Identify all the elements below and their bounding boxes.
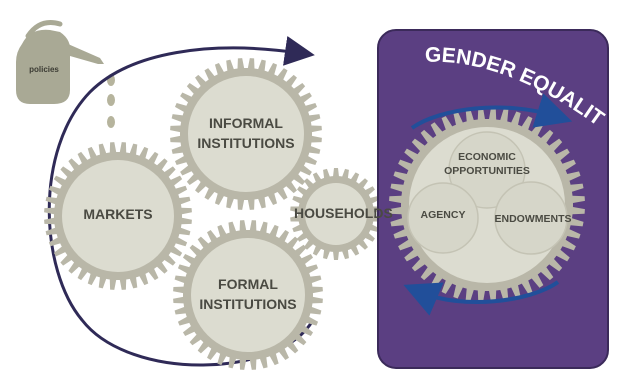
formal-institutions-label-2: INSTITUTIONS (199, 296, 296, 312)
formal-institutions-label-1: FORMAL (218, 276, 278, 292)
households-label: HOUSEHOLDS (294, 205, 393, 221)
gear-household-face (305, 183, 367, 245)
dimension-circles (407, 131, 568, 255)
endowments-label: ENDOWMENTS (495, 213, 572, 225)
cycle-arrow (47, 36, 315, 367)
economic-opportunities-label-1: ECONOMIC (458, 151, 516, 163)
policy-drips (107, 74, 115, 128)
gear-households (290, 168, 382, 260)
blue-arrow-bottom (403, 280, 560, 316)
gear-markets-face (62, 160, 174, 272)
blue-arrow-top (410, 93, 573, 130)
informal-institutions-label-2: INSTITUTIONS (197, 135, 294, 151)
informal-institutions-label-1: INFORMAL (209, 115, 283, 131)
markets-label: MARKETS (83, 206, 152, 222)
economic-opportunities-label-2: OPPORTUNITIES (444, 165, 530, 177)
gear-informal-institutions (170, 58, 322, 210)
agency-label: AGENCY (421, 209, 466, 221)
gear-markets (44, 142, 192, 290)
policies-label: policies (29, 65, 59, 74)
gear-formal-institutions (173, 220, 323, 370)
gear-informal-face (188, 76, 304, 192)
policies-jug-icon (16, 20, 104, 104)
gear-formal-face (191, 238, 305, 352)
